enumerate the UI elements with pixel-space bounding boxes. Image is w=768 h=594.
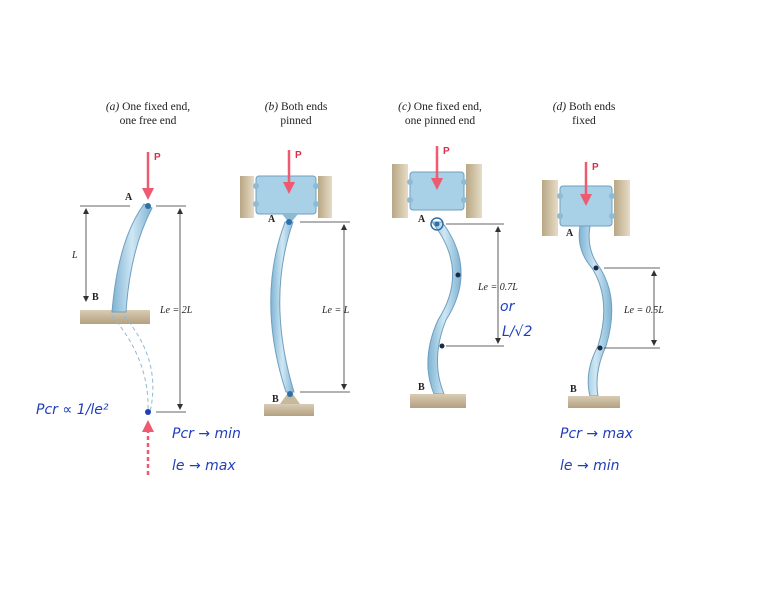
mirror-end-a [145, 409, 151, 415]
column-d [578, 225, 613, 397]
ground-support-d [568, 396, 620, 408]
handwritten-le-max: le → max [172, 458, 236, 474]
dim-le-label-d: Le = 0.5L [623, 305, 664, 316]
svg-text:pinned: pinned [280, 115, 312, 127]
dim-le-label-a: Le = 2L [159, 305, 193, 316]
point-a-label-a: A [125, 192, 133, 203]
wall-left-c [392, 164, 408, 218]
point-a-label-c: A [418, 214, 426, 225]
load-label-d: P [592, 162, 599, 173]
panel-c-caption: (c) One fixed end, one pinned end [398, 101, 482, 127]
load-arrowhead-a [142, 188, 154, 200]
wall-left-d [542, 180, 558, 236]
ground-support-b [264, 404, 314, 416]
load-label-c: P [443, 146, 450, 157]
svg-text:one free end: one free end [120, 115, 177, 127]
handwritten-pcr-proportional: Pcr ∝ 1/le² [36, 402, 109, 418]
ground-support-a [80, 310, 150, 324]
panel-b: P A B Le = L [240, 150, 350, 416]
dim-l-label-a: L [71, 250, 78, 261]
load-label-b: P [295, 150, 302, 161]
mirror-curve-a [111, 315, 149, 413]
column-b [270, 221, 295, 393]
mirror-curve-a2 [123, 315, 154, 413]
svg-text:(b) Both ends: (b) Both ends [265, 101, 328, 113]
handwritten-l-root2: L/√2 [502, 324, 532, 340]
dim-le-label-c: Le = 0.7L [477, 282, 518, 293]
point-b-label-c: B [418, 382, 425, 393]
panel-b-caption: (b) Both ends pinned [265, 101, 328, 127]
top-pin-a [145, 203, 151, 209]
handwritten-or: or [500, 299, 516, 315]
panel-d: P A B Le = 0.5L [542, 162, 664, 408]
point-b-label-b: B [272, 394, 279, 405]
handwritten-le-min: le → min [560, 458, 620, 474]
wall-left-b [240, 176, 254, 218]
point-a-label-b: A [268, 214, 276, 225]
wall-right-b [318, 176, 332, 218]
point-a-label-d: A [566, 228, 574, 239]
point-b-label-a: B [92, 292, 99, 303]
ground-support-c [410, 394, 466, 408]
panel-c: P A B Le = 0.7L or L/√2 [392, 146, 532, 408]
handwritten-pcr-max: Pcr → max [560, 426, 634, 442]
panel-d-caption: (d) Both ends fixed [553, 101, 616, 127]
svg-text:(a) One fixed end,: (a) One fixed end, [106, 101, 190, 113]
load-label-a: P [154, 152, 161, 163]
pin-c [430, 217, 444, 231]
panel-a: P A B L Le = 2L [71, 152, 193, 475]
reaction-arrowhead-a [142, 420, 154, 432]
wall-right-d [614, 180, 630, 236]
panel-a-caption: (a) One fixed end, one free end [106, 101, 190, 127]
point-b-label-d: B [570, 384, 577, 395]
dim-le-label-b: Le = L [321, 305, 350, 316]
wall-right-c [466, 164, 482, 218]
handwritten-pcr-min: Pcr → min [172, 426, 241, 442]
column-a [111, 203, 153, 313]
svg-text:(d) Both ends: (d) Both ends [553, 101, 616, 113]
svg-text:(c) One fixed end,: (c) One fixed end, [398, 101, 482, 113]
svg-text:fixed: fixed [572, 115, 596, 127]
top-block-b [255, 175, 317, 215]
column-c [427, 221, 462, 395]
svg-text:one pinned end: one pinned end [405, 115, 476, 127]
